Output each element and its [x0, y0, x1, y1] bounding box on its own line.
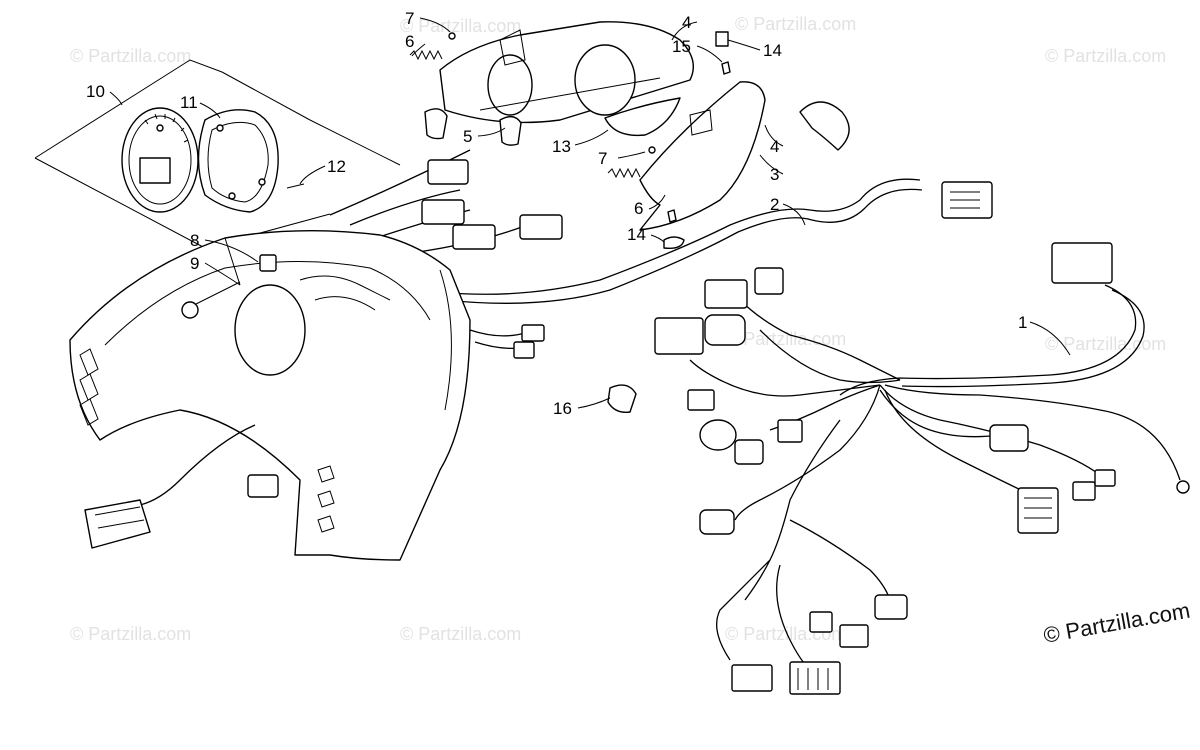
watermark: © Partzilla.com — [70, 624, 191, 644]
callout-10: 10 — [86, 82, 105, 101]
assembly-bracket-outline — [34, 59, 401, 249]
watermark: © Partzilla.com — [400, 16, 521, 36]
callout-12: 12 — [327, 157, 346, 176]
watermark: © Partzilla.com — [725, 329, 846, 349]
upper-wiring-harness — [329, 149, 993, 304]
watermark: © Partzilla.com — [70, 46, 191, 66]
gauge-housing — [197, 109, 279, 213]
callout-8: 8 — [190, 231, 199, 250]
callout-4: 4 — [682, 13, 691, 32]
screw — [286, 183, 305, 189]
callout-6: 6 — [405, 32, 414, 51]
callout-1: 1 — [1018, 313, 1027, 332]
clip — [663, 31, 731, 250]
callout-7: 7 — [598, 149, 607, 168]
light-bulb-socket — [424, 108, 522, 146]
dash-pigtail-connectors — [84, 324, 545, 549]
knob — [181, 281, 241, 319]
lens — [604, 97, 681, 137]
callout-6: 6 — [634, 199, 643, 218]
callout-3: 3 — [770, 165, 779, 184]
callout-4: 4 — [770, 137, 779, 156]
speedometer-gauge — [121, 107, 199, 213]
leader-lines — [109, 17, 1071, 409]
watermark-main: © Partzilla.com — [1042, 598, 1192, 648]
callout-11: 11 — [180, 93, 198, 112]
clip — [607, 384, 637, 413]
band-clamp — [799, 101, 850, 151]
callout-16: 16 — [553, 399, 572, 418]
watermark: © Partzilla.com — [1045, 46, 1166, 66]
watermark: © Partzilla.com — [1045, 334, 1166, 354]
callout-7: 7 — [405, 9, 414, 28]
watermark-layer: © Partzilla.com © Partzilla.com © Partzi… — [70, 14, 1166, 644]
callout-14: 14 — [763, 41, 782, 60]
pod-lower-housing — [639, 81, 766, 231]
watermark: © Partzilla.com — [400, 624, 521, 644]
callout-labels: 1 2 3 4 4 5 6 6 7 7 8 9 10 11 12 13 14 1… — [86, 9, 1027, 418]
callout-9: 9 — [190, 254, 199, 273]
callout-2: 2 — [770, 195, 779, 214]
spring — [409, 49, 641, 179]
watermark: © Partzilla.com — [735, 14, 856, 34]
dash-housing — [69, 229, 471, 561]
callout-15: 15 — [672, 37, 691, 56]
callout-13: 13 — [552, 137, 571, 156]
pod-upper-housing — [439, 21, 694, 124]
screw — [448, 32, 656, 154]
switch — [259, 254, 277, 272]
callout-5: 5 — [463, 127, 472, 146]
callout-14: 14 — [627, 225, 646, 244]
main-wiring-harness — [654, 242, 1190, 695]
